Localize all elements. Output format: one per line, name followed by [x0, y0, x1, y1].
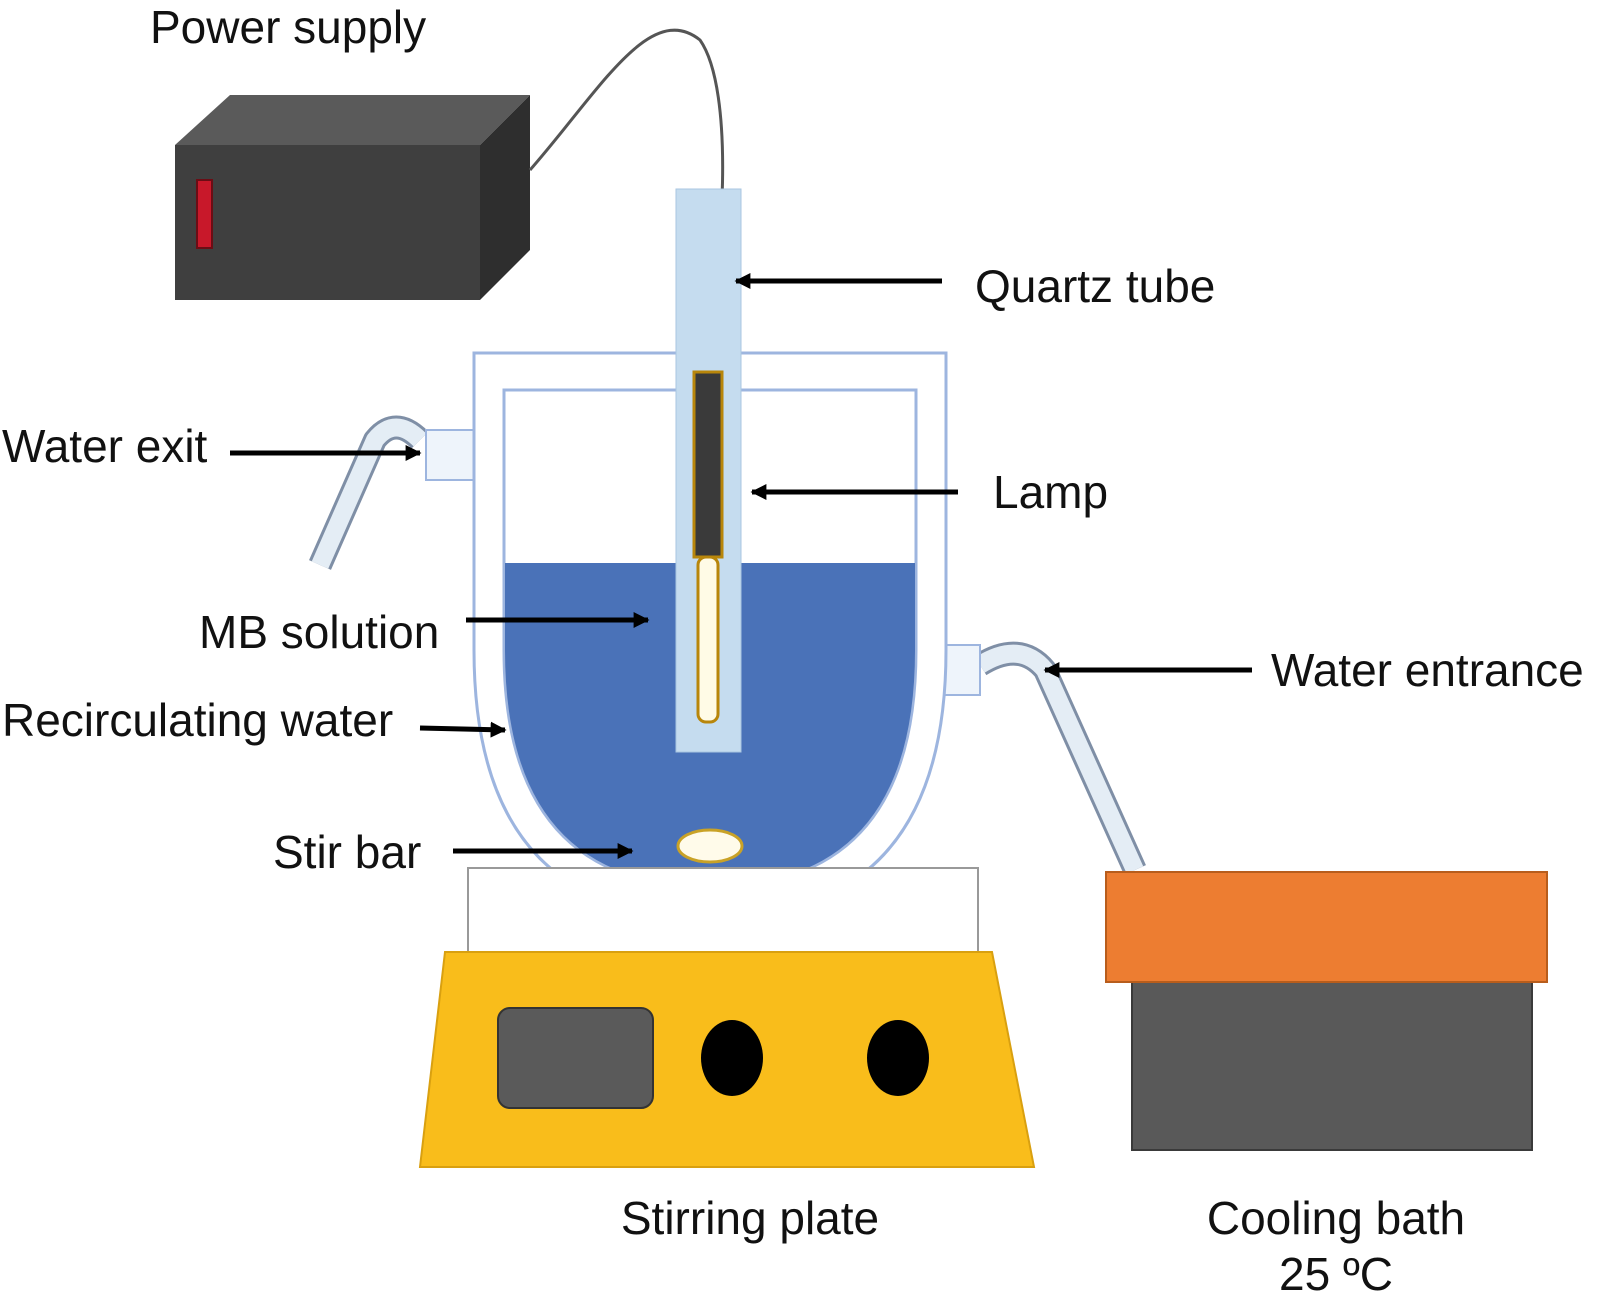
stir-bar	[676, 828, 744, 864]
cooling-bath	[1105, 871, 1548, 1151]
arrow-recirculating-water	[419, 721, 507, 738]
stirring-plate-display	[497, 1007, 654, 1109]
label-lamp: Lamp	[993, 466, 1109, 518]
stirring-plate	[418, 867, 1036, 1168]
cooling-bath-lid	[1105, 871, 1548, 983]
label-mb-solution: MB solution	[199, 606, 440, 658]
power-supply	[175, 95, 530, 300]
label-stirring-plate: Stirring plate	[620, 1192, 880, 1244]
label-stir-bar: Stir bar	[273, 826, 422, 878]
label-recirculating-water: Recirculating water	[2, 694, 394, 746]
label-power-supply: Power supply	[150, 1, 427, 53]
label-water-entrance: Water entrance	[1271, 644, 1584, 696]
stirring-plate-knob-right	[867, 1020, 929, 1096]
power-indicator	[196, 179, 213, 249]
label-water-exit: Water exit	[2, 420, 208, 472]
label-cooling-bath-temperature: 25 ºC	[1279, 1248, 1393, 1300]
label-cooling-bath: Cooling bath	[1206, 1192, 1466, 1244]
water-entrance-tube	[931, 641, 1146, 875]
label-arrows	[230, 272, 1252, 860]
label-quartz-tube: Quartz tube	[975, 260, 1216, 312]
stirring-plate-knob-left	[701, 1020, 763, 1096]
lamp	[692, 370, 724, 724]
water-exit-tube	[309, 415, 475, 570]
